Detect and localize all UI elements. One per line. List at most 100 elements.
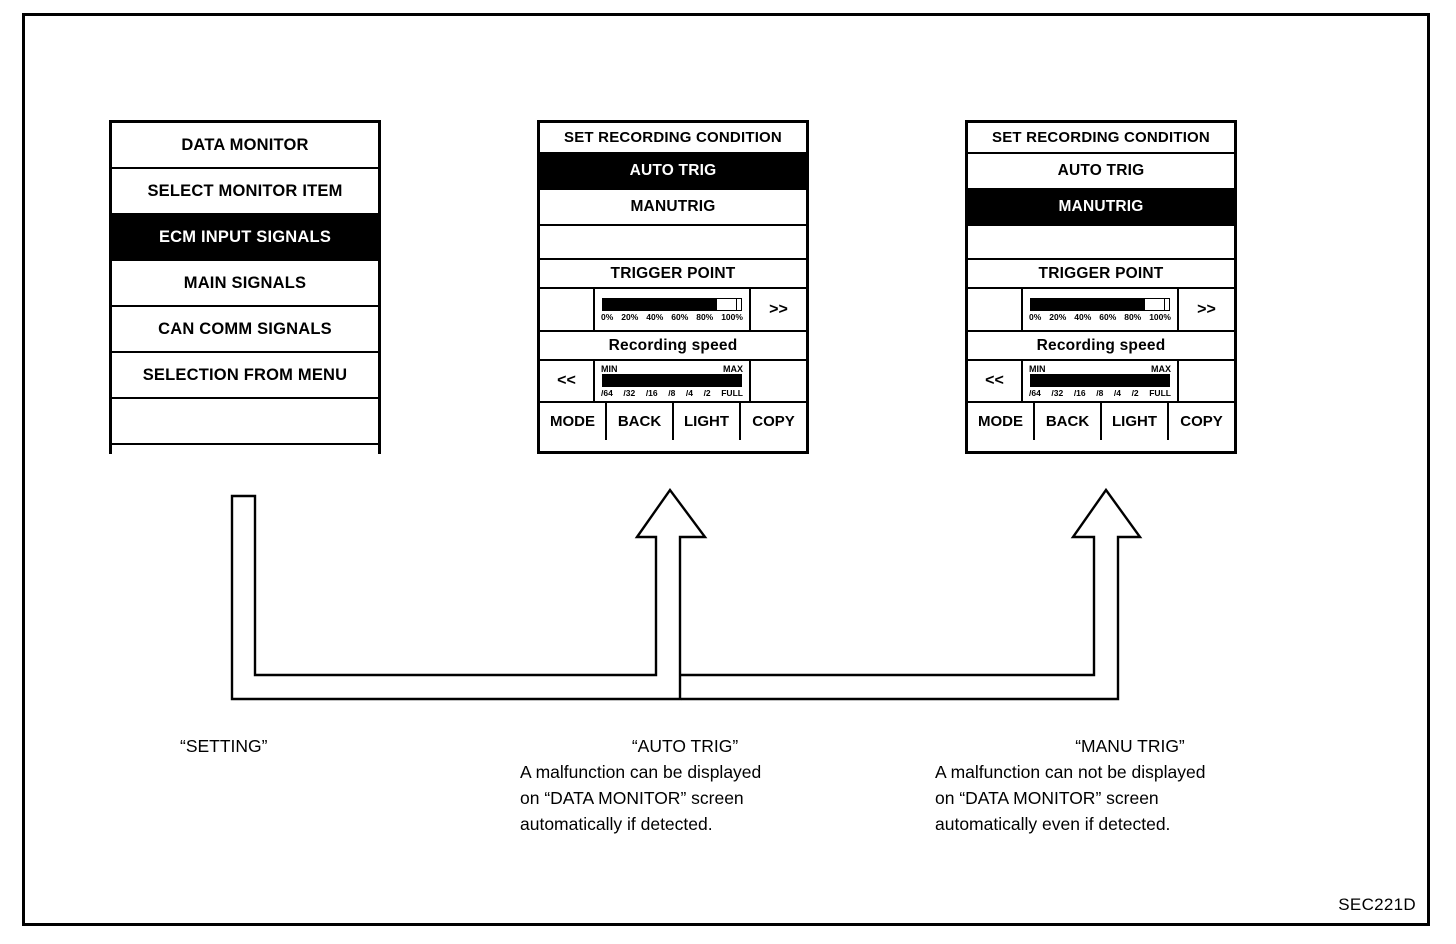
mode-button-auto[interactable]: MODE	[540, 403, 607, 440]
trigger-tick-0: 0%	[601, 311, 614, 322]
speed-max-label: MAX	[1151, 364, 1171, 374]
trigger-gauge-knob-auto[interactable]	[716, 298, 737, 310]
speed-gauge-track-manu[interactable]	[1030, 374, 1170, 387]
trigger-left-spacer-auto	[540, 289, 595, 330]
back-button-manu[interactable]: BACK	[1035, 403, 1102, 440]
softkey-row-manu: MODE BACK LIGHT COPY	[968, 403, 1234, 440]
caption-auto-line-2: on “DATA MONITOR” screen	[520, 788, 744, 808]
option-manu-trig-auto-panel[interactable]: MANUTRIG	[540, 190, 806, 226]
menu-row-empty-1	[112, 399, 378, 445]
speed-gauge-track-auto[interactable]	[602, 374, 742, 387]
menu-row-ecm-input-signals[interactable]: ECM INPUT SIGNALS	[112, 215, 378, 261]
speed-minmax-labels-auto: MIN MAX	[600, 364, 744, 374]
speed-tick-5: /2	[703, 388, 711, 398]
speed-tick-4: /4	[1113, 388, 1121, 398]
option-blank-auto-panel	[540, 226, 806, 260]
trigger-tick-4: 80%	[1124, 311, 1142, 322]
menu-row-title: DATA MONITOR	[112, 123, 378, 169]
recording-speed-row-auto: << MIN MAX /64 /32 /16 /8 /4 /2 FULL	[540, 361, 806, 403]
speed-tick-6: FULL	[721, 388, 743, 398]
caption-manu-trig: “MANU TRIG” A malfunction can not be dis…	[935, 733, 1325, 837]
caption-manu-line-3: automatically even if detected.	[935, 814, 1171, 834]
caption-auto-title: “AUTO TRIG”	[631, 736, 739, 756]
caption-auto-trig: “AUTO TRIG” A malfunction can be display…	[520, 733, 850, 837]
speed-min-label: MIN	[601, 364, 618, 374]
recording-speed-gauge-auto[interactable]: MIN MAX /64 /32 /16 /8 /4 /2 FULL	[595, 361, 751, 401]
menu-row-can-comm-signals[interactable]: CAN COMM SIGNALS	[112, 307, 378, 353]
recording-speed-label-auto: Recording speed	[540, 332, 806, 361]
light-button-manu[interactable]: LIGHT	[1102, 403, 1169, 440]
speed-tick-labels-manu: /64 /32 /16 /8 /4 /2 FULL	[1028, 388, 1172, 398]
recording-speed-label-manu: Recording speed	[968, 332, 1234, 361]
speed-right-spacer-auto	[751, 361, 806, 401]
menu-row-selection-from-menu[interactable]: SELECTION FROM MENU	[112, 353, 378, 399]
speed-tick-1: /32	[623, 388, 636, 398]
set-recording-condition-screen-manu: SET RECORDING CONDITION AUTO TRIG MANUTR…	[965, 120, 1237, 454]
speed-tick-0: /64	[1029, 388, 1041, 398]
trigger-tick-4: 80%	[696, 311, 714, 322]
trigger-point-row-auto: 0% 20% 40% 60% 80% 100% >>	[540, 289, 806, 332]
speed-min-label: MIN	[1029, 364, 1046, 374]
recorder-title-manu: SET RECORDING CONDITION	[968, 123, 1234, 154]
option-auto-trig-manu-panel[interactable]: AUTO TRIG	[968, 154, 1234, 190]
speed-tick-4: /4	[685, 388, 693, 398]
next-arrow-icon-auto[interactable]: >>	[769, 300, 788, 318]
option-blank-manu-panel	[968, 226, 1234, 260]
next-arrow-icon-manu[interactable]: >>	[1197, 300, 1216, 318]
caption-setting-title: “SETTING”	[180, 736, 268, 756]
trigger-gauge-track-manu[interactable]	[1030, 297, 1170, 311]
caption-manu-title: “MANU TRIG”	[1075, 736, 1185, 756]
recorder-title-auto: SET RECORDING CONDITION	[540, 123, 806, 154]
speed-tick-2: /16	[645, 388, 658, 398]
copy-button-auto[interactable]: COPY	[752, 413, 795, 430]
trigger-tick-labels-auto: 0% 20% 40% 60% 80% 100%	[600, 312, 744, 322]
menu-row-empty-2	[112, 445, 378, 491]
speed-tick-0: /64	[601, 388, 613, 398]
trigger-point-label-auto: TRIGGER POINT	[540, 260, 806, 289]
trigger-gauge-fill-auto	[603, 298, 717, 310]
trigger-point-gauge-manu[interactable]: 0% 20% 40% 60% 80% 100%	[1023, 289, 1179, 330]
speed-gauge-fill-manu	[1031, 375, 1169, 386]
trigger-gauge-fill-manu	[1031, 298, 1145, 310]
speed-max-label: MAX	[723, 364, 743, 374]
figure-reference-code: SEC221D	[1338, 895, 1416, 914]
trigger-point-row-manu: 0% 20% 40% 60% 80% 100% >>	[968, 289, 1234, 332]
speed-tick-labels-auto: /64 /32 /16 /8 /4 /2 FULL	[600, 388, 744, 398]
trigger-tick-2: 40%	[1074, 311, 1092, 322]
menu-row-main-signals[interactable]: MAIN SIGNALS	[112, 261, 378, 307]
menu-row-select-monitor-item[interactable]: SELECT MONITOR ITEM	[112, 169, 378, 215]
trigger-tick-labels-manu: 0% 20% 40% 60% 80% 100%	[1028, 312, 1172, 322]
caption-auto-line-1: A malfunction can be displayed	[520, 762, 762, 782]
trigger-gauge-track-auto[interactable]	[602, 297, 742, 311]
option-auto-trig-auto-panel[interactable]: AUTO TRIG	[540, 154, 806, 190]
trigger-tick-5: 100%	[1149, 311, 1171, 322]
option-manu-trig-manu-panel[interactable]: MANUTRIG	[968, 190, 1234, 226]
trigger-gauge-knob-manu[interactable]	[1144, 298, 1165, 310]
diagram-frame	[22, 13, 1430, 926]
speed-tick-2: /16	[1073, 388, 1086, 398]
trigger-point-gauge-auto[interactable]: 0% 20% 40% 60% 80% 100%	[595, 289, 751, 330]
trigger-point-label-manu: TRIGGER POINT	[968, 260, 1234, 289]
set-recording-condition-screen-auto: SET RECORDING CONDITION AUTO TRIG MANUTR…	[537, 120, 809, 454]
speed-right-spacer-manu	[1179, 361, 1234, 401]
back-button-auto[interactable]: BACK	[607, 403, 674, 440]
trigger-left-spacer-manu	[968, 289, 1023, 330]
speed-tick-1: /32	[1051, 388, 1064, 398]
recording-speed-gauge-manu[interactable]: MIN MAX /64 /32 /16 /8 /4 /2 FULL	[1023, 361, 1179, 401]
copy-button-manu[interactable]: COPY	[1180, 413, 1223, 430]
speed-tick-3: /8	[668, 388, 676, 398]
trigger-tick-0: 0%	[1029, 311, 1042, 322]
data-monitor-screen: DATA MONITOR SELECT MONITOR ITEM ECM INP…	[109, 120, 381, 491]
light-button-auto[interactable]: LIGHT	[674, 403, 741, 440]
speed-minmax-labels-manu: MIN MAX	[1028, 364, 1172, 374]
trigger-tick-5: 100%	[721, 311, 743, 322]
prev-arrow-icon-auto[interactable]: <<	[540, 361, 595, 401]
caption-manu-line-1: A malfunction can not be displayed	[935, 762, 1206, 782]
prev-arrow-icon-manu[interactable]: <<	[968, 361, 1023, 401]
caption-auto-line-3: automatically if detected.	[520, 814, 713, 834]
recording-speed-row-manu: << MIN MAX /64 /32 /16 /8 /4 /2 FULL	[968, 361, 1234, 403]
speed-tick-6: FULL	[1149, 388, 1171, 398]
trigger-tick-3: 60%	[1099, 311, 1117, 322]
mode-button-manu[interactable]: MODE	[968, 403, 1035, 440]
caption-setting: “SETTING”	[180, 733, 410, 759]
